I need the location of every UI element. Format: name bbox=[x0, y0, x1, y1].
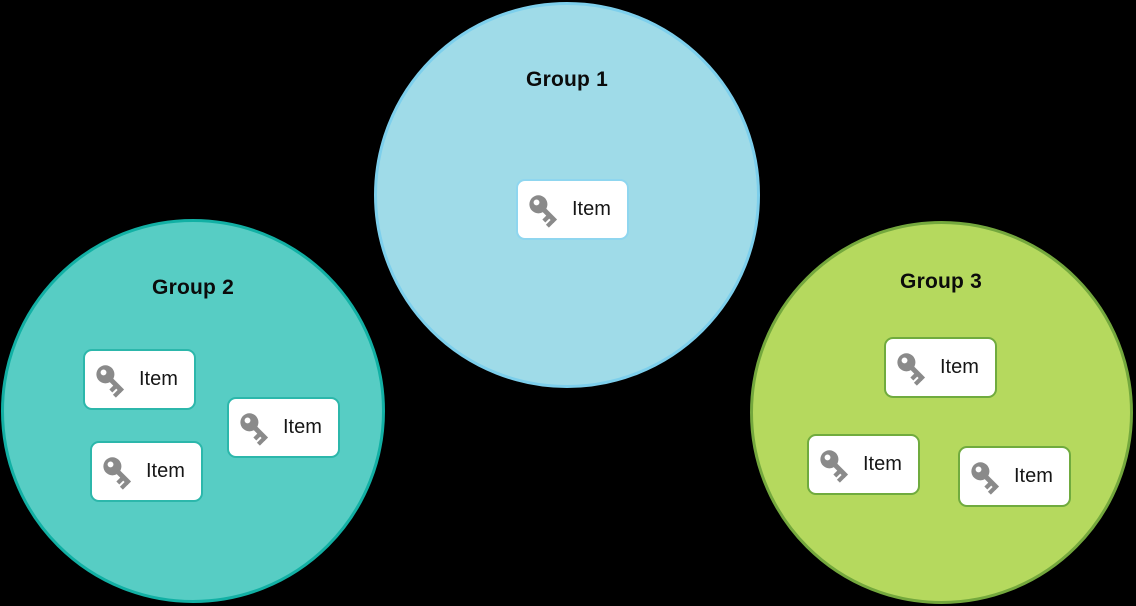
item-card: Item bbox=[516, 179, 629, 240]
item-card: Item bbox=[958, 446, 1071, 507]
group-3-circle bbox=[750, 221, 1133, 604]
item-label: Item bbox=[146, 460, 185, 482]
item-label: Item bbox=[283, 416, 322, 438]
key-icon bbox=[238, 409, 273, 446]
item-card: Item bbox=[807, 434, 920, 495]
item-card: Item bbox=[90, 441, 203, 502]
group-2-label: Group 2 bbox=[152, 276, 234, 299]
item-label: Item bbox=[940, 356, 979, 378]
group-3-label: Group 3 bbox=[900, 270, 982, 293]
item-label: Item bbox=[572, 198, 611, 220]
group-1-label: Group 1 bbox=[526, 68, 608, 91]
item-card: Item bbox=[227, 397, 340, 458]
key-icon bbox=[895, 349, 930, 386]
key-icon bbox=[94, 361, 129, 398]
item-label: Item bbox=[139, 368, 178, 390]
key-icon bbox=[969, 458, 1004, 495]
key-icon bbox=[818, 446, 853, 483]
item-card: Item bbox=[884, 337, 997, 398]
item-label: Item bbox=[1014, 465, 1053, 487]
key-icon bbox=[101, 453, 136, 490]
key-icon bbox=[527, 191, 562, 228]
item-card: Item bbox=[83, 349, 196, 410]
item-label: Item bbox=[863, 453, 902, 475]
